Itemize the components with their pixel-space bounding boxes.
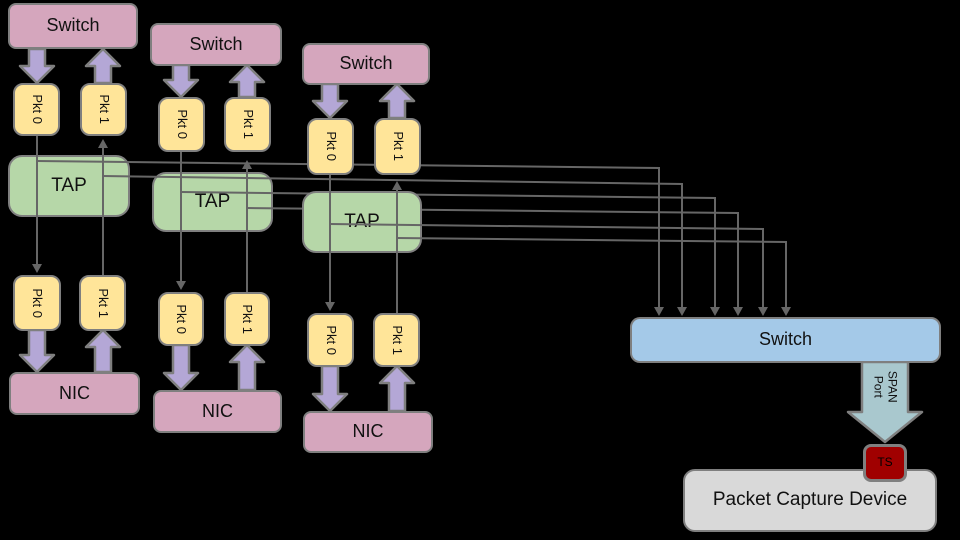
arrow-nic2-to-pkt1: [228, 343, 266, 392]
nic-1: NIC: [9, 372, 140, 415]
tap1-pkt0-arrowhead: [32, 264, 42, 273]
pkt1-switch-side-2-label: Pkt 1: [240, 109, 256, 140]
pkt0-nic-side-2: Pkt 0: [158, 292, 204, 346]
tap3-pkt1-monitor-line: [396, 237, 787, 307]
tap-3: TAP: [302, 191, 422, 253]
pkt1-nic-side-1-label: Pkt 1: [95, 288, 111, 318]
tap-1: TAP: [8, 155, 130, 217]
nic-3: NIC: [303, 411, 433, 453]
tap2-pkt0-monitor-arrowhead: [710, 307, 720, 316]
tap-2: TAP: [152, 172, 273, 232]
pkt1-nic-side-3-label: Pkt 1: [389, 325, 405, 355]
arrow-pkt0-to-nic1: [18, 328, 56, 374]
arrow-pkt1-to-switch2: [228, 63, 266, 99]
arrow-nic3-to-pkt1: [378, 364, 416, 413]
pkt1-switch-side-3-label: Pkt 1: [390, 131, 406, 162]
nic-2: NIC: [153, 390, 282, 433]
pkt0-switch-side-2-label: Pkt 0: [174, 109, 190, 140]
arrow-switch2-to-pkt0: [162, 63, 200, 99]
pkt0-switch-side-1: Pkt 0: [13, 83, 60, 136]
pkt0-nic-side-1-label: Pkt 0: [30, 288, 46, 318]
tap3-pkt1-monitor-arrowhead: [781, 307, 791, 316]
packet-capture-device-label: Packet Capture Device: [712, 489, 908, 511]
tap1-pkt0-monitor-arrowhead: [654, 307, 664, 316]
aggregation-switch: Switch: [630, 317, 941, 363]
pkt1-switch-side-1-label: Pkt 1: [96, 94, 112, 125]
nic-3-label: NIC: [352, 421, 384, 442]
pkt0-switch-side-2: Pkt 0: [158, 97, 205, 152]
tap1-pkt1-arrowhead: [98, 139, 108, 148]
tap1-pkt0-monitor-line: [36, 160, 660, 307]
arrow-nic1-to-pkt1: [84, 328, 122, 374]
tap3-pkt0-monitor-arrowhead: [758, 307, 768, 316]
arrow-pkt1-to-switch3: [378, 82, 416, 120]
nic-1-label: NIC: [59, 382, 90, 403]
timestamp-port-label: TS: [877, 455, 893, 470]
aggregation-switch-label: Switch: [758, 329, 812, 350]
arrow-switch1-to-pkt0: [18, 47, 56, 85]
pkt1-switch-side-1: Pkt 1: [80, 83, 127, 136]
pkt0-nic-side-3-label: Pkt 0: [323, 325, 339, 355]
tap3-pkt0-arrowhead: [325, 302, 335, 311]
edge-switch-2: Switch: [150, 23, 282, 66]
pkt1-nic-side-3: Pkt 1: [373, 313, 420, 367]
pkt1-nic-side-2-label: Pkt 1: [240, 304, 256, 334]
pkt0-switch-side-1-label: Pkt 0: [29, 94, 45, 125]
edge-switch-2-label: Switch: [189, 33, 243, 54]
tap3-pkt1-arrowhead: [392, 181, 402, 190]
edge-switch-3-label: Switch: [339, 53, 393, 74]
tap2-pkt1-arrowhead: [242, 160, 252, 169]
pkt0-switch-side-3: Pkt 0: [307, 118, 354, 175]
tap3-pkt0-monitor-line: [329, 223, 764, 307]
arrow-pkt1-to-switch1: [84, 47, 122, 85]
arrow-switch3-to-pkt0: [311, 82, 349, 120]
pkt1-nic-side-2: Pkt 1: [224, 292, 270, 346]
span-port-arrow: [846, 360, 924, 444]
tap-1-label: TAP: [51, 174, 87, 196]
pkt1-nic-side-1: Pkt 1: [79, 275, 126, 331]
pkt0-nic-side-1: Pkt 0: [13, 275, 61, 331]
pkt1-switch-side-2: Pkt 1: [224, 97, 271, 152]
edge-switch-3: Switch: [302, 43, 430, 85]
pkt1-switch-side-3: Pkt 1: [374, 118, 421, 175]
tap2-pkt1-monitor-arrowhead: [733, 307, 743, 316]
tap-3-label: TAP: [344, 210, 380, 232]
tap-2-label: TAP: [194, 190, 231, 212]
tap2-pkt0-arrowhead: [176, 281, 186, 290]
arrow-pkt0-to-nic2: [162, 343, 200, 392]
pkt0-nic-side-2-label: Pkt 0: [174, 304, 190, 334]
tap1-pkt1-monitor-line: [102, 175, 683, 307]
tap1-pkt1-monitor-arrowhead: [677, 307, 687, 316]
edge-switch-1: Switch: [8, 3, 138, 49]
pkt0-nic-side-3: Pkt 0: [307, 313, 354, 367]
nic-2-label: NIC: [202, 400, 233, 421]
pkt0-switch-side-3-label: Pkt 0: [323, 131, 339, 162]
edge-switch-1-label: Switch: [46, 15, 100, 36]
arrow-pkt0-to-nic3: [311, 364, 349, 413]
timestamp-port: TS: [863, 444, 907, 482]
